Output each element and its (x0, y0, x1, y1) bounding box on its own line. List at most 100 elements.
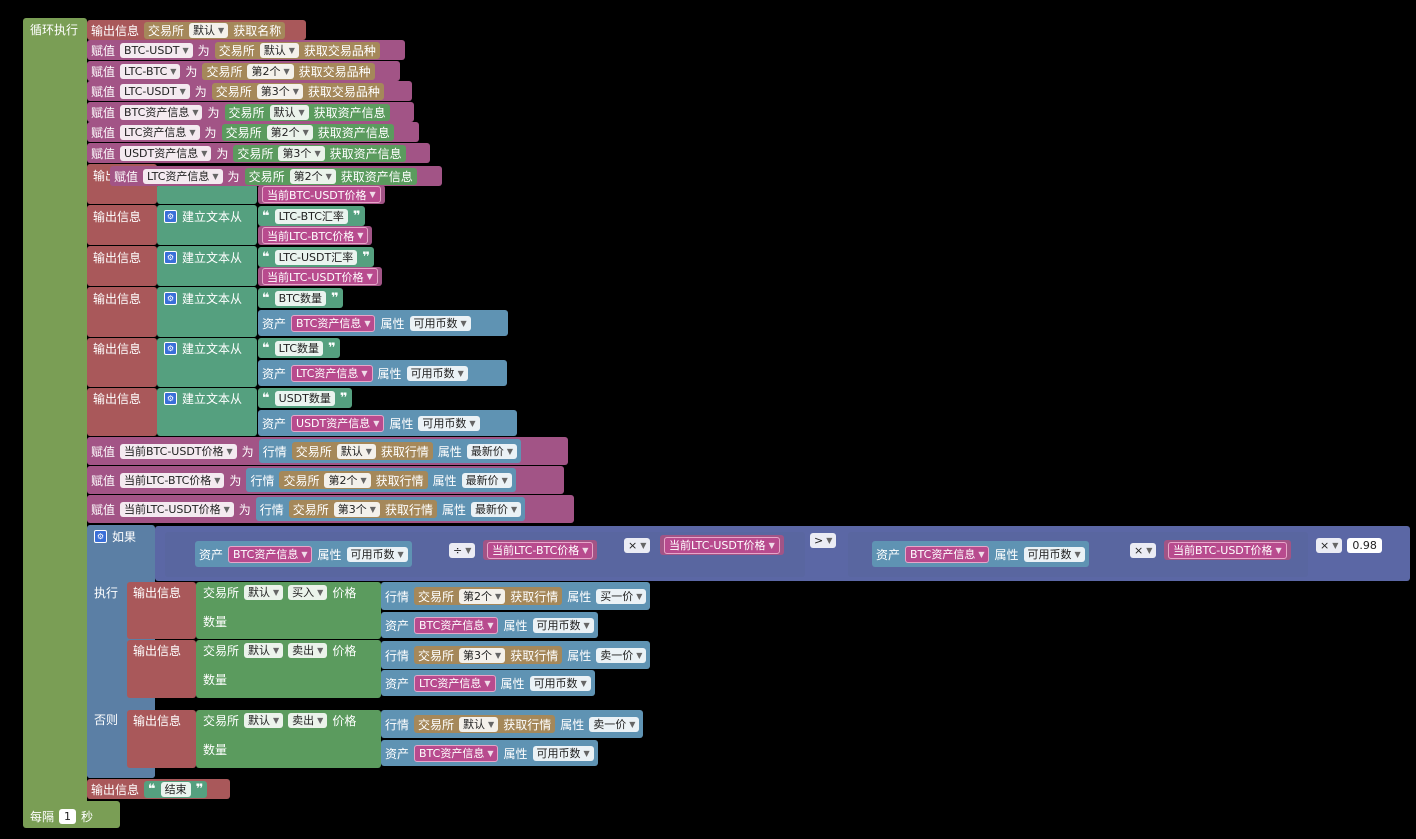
output-block-end[interactable]: 输出信息 ❝结束❞ (87, 779, 230, 799)
exchange-list-block[interactable]: 交易所 第2个▼ 获取资产信息 (221, 123, 394, 141)
ticker-attr-block[interactable]: 行情 交易所 第3个▼ 获取行情 属性 卖一价▼ (381, 641, 651, 669)
var-select[interactable]: LTC资产信息▼ (143, 168, 223, 184)
var-get[interactable]: 当前LTC-BTC价格▼ (262, 227, 369, 244)
var-get[interactable]: LTC资产信息▼ (414, 674, 496, 692)
var-select[interactable]: 当前BTC-USDT价格▼ (120, 443, 237, 459)
var-select[interactable]: 当前LTC-BTC价格▼ (120, 472, 225, 488)
asset-attr-block[interactable]: 资产 BTC资产信息▼ 属性 可用币数▼ (381, 612, 598, 638)
exchange-ticker-block[interactable]: 交易所 第2个▼ 获取行情 (414, 587, 563, 605)
string-input[interactable]: LTC数量 (274, 340, 324, 356)
var-get[interactable]: 当前LTC-BTC价格▼ (487, 541, 594, 559)
exchange-select[interactable]: 默认▼ (189, 22, 229, 38)
var-get[interactable]: 当前BTC-USDT价格▼ (1168, 541, 1287, 559)
var-block[interactable]: 当前LTC-BTC价格▼ (258, 226, 373, 245)
exchange-ticker-block[interactable]: 交易所 第2个▼ 获取行情 (279, 471, 428, 489)
assign-block-price-btc-usdt[interactable]: 赋值 当前BTC-USDT价格▼ 为 行情 交易所 默认▼ 获取行情 属性 最新… (87, 437, 568, 465)
attr-select[interactable]: 可用币数▼ (406, 365, 468, 381)
ticker-attr-block[interactable]: 行情 交易所 第2个▼ 获取行情 属性 最新价▼ (246, 468, 516, 492)
exchange-block[interactable]: 交易所 默认▼ 获取名称 (144, 21, 286, 39)
var-block[interactable]: 当前LTC-USDT价格▼ (660, 535, 784, 555)
output-block-1[interactable]: 输出信息 交易所 默认▼ 获取名称 (87, 20, 306, 40)
exchange-select[interactable]: 第2个▼ (459, 588, 506, 604)
output-block-ltc-amount[interactable] (87, 338, 157, 387)
string-block[interactable]: ❝LTC-USDT汇率❞ (258, 247, 374, 267)
every-value-input[interactable]: 1 (59, 808, 77, 824)
direction-select[interactable]: 买入▼ (288, 584, 328, 600)
var-get[interactable]: BTC资产信息▼ (905, 545, 990, 563)
output-block-btc-amount[interactable] (87, 287, 157, 337)
exchange-select[interactable]: 默认▼ (459, 716, 499, 732)
string-input[interactable]: LTC-USDT汇率 (274, 249, 358, 265)
output-block-ltc-usdt-rate[interactable] (87, 246, 157, 286)
var-select[interactable]: LTC资产信息▼ (120, 124, 200, 140)
var-get[interactable]: 当前BTC-USDT价格▼ (262, 186, 381, 203)
assign-block-btc-usdt[interactable]: 赋值 BTC-USDT▼ 为 交易所 默认▼ 获取交易品种 (87, 40, 405, 60)
mul-operator-select[interactable]: ×▼ (1316, 537, 1343, 553)
var-select[interactable]: BTC-USDT▼ (120, 42, 193, 58)
mul-operator-select[interactable]: ×▼ (624, 537, 651, 553)
exchange-select[interactable]: 默认▼ (336, 443, 376, 459)
assign-block-floating[interactable]: 赋值 LTC资产信息▼ 为 交易所 第2个▼ 获取资产信息 (110, 166, 442, 186)
compare-operator-select[interactable]: >▼ (810, 532, 837, 548)
exchange-select[interactable]: 默认▼ (244, 642, 284, 658)
var-get[interactable]: LTC资产信息▼ (291, 364, 373, 382)
gear-icon[interactable]: ⚙ (164, 341, 177, 355)
asset-attr-block[interactable]: 资产 BTC资产信息▼ 属性 可用币数▼ (381, 740, 598, 766)
gear-icon[interactable]: ⚙ (164, 250, 177, 264)
var-get[interactable]: BTC资产信息▼ (414, 744, 499, 762)
attr-select[interactable]: 可用币数▼ (346, 546, 408, 562)
threshold-input[interactable]: 0.98 (1347, 537, 1382, 553)
exchange-select[interactable]: 默认▼ (244, 712, 284, 728)
direction-select[interactable]: 卖出▼ (288, 642, 328, 658)
output-block-usdt-amount[interactable] (87, 388, 157, 436)
var-get[interactable]: 当前LTC-USDT价格▼ (262, 268, 378, 285)
exchange-select[interactable]: 第3个▼ (278, 145, 325, 161)
asset-attr-block[interactable]: 资产 BTC资产信息▼ 属性 可用币数▼ (872, 541, 1089, 567)
attr-select[interactable]: 可用币数▼ (409, 315, 471, 331)
exchange-list-block[interactable]: 交易所 第3个▼ 获取资产信息 (233, 144, 406, 162)
string-block[interactable]: ❝结束❞ (144, 780, 208, 798)
text-join-block-overlap[interactable] (157, 184, 257, 204)
gear-icon[interactable]: ⚙ (164, 209, 177, 223)
direction-select[interactable]: 卖出▼ (288, 712, 328, 728)
assign-block-ltc-btc[interactable]: 赋值 LTC-BTC▼ 为 交易所 第2个▼ 获取交易品种 (87, 61, 400, 81)
ticker-attr-block[interactable]: 行情 交易所 第2个▼ 获取行情 属性 买一价▼ (381, 582, 651, 610)
exchange-select[interactable]: 默认▼ (259, 42, 299, 58)
attr-select[interactable]: 买一价▼ (596, 588, 647, 604)
attr-select[interactable]: 卖一价▼ (589, 716, 640, 732)
exchange-block[interactable]: 交易所 默认▼ 获取交易品种 (214, 41, 380, 59)
attr-select[interactable]: 最新价▼ (466, 443, 518, 459)
var-select[interactable]: LTC-BTC▼ (120, 63, 181, 79)
attr-select[interactable]: 可用币数▼ (529, 675, 591, 691)
var-block[interactable]: 当前LTC-BTC价格▼ (483, 540, 598, 560)
string-input[interactable]: BTC数量 (274, 290, 326, 306)
exchange-select[interactable]: 第3个▼ (459, 647, 506, 663)
string-block[interactable]: ❝LTC-BTC汇率❞ (258, 206, 365, 226)
exchange-ticker-block[interactable]: 交易所 默认▼ 获取行情 (291, 442, 433, 460)
mul-operator-select[interactable]: ×▼ (1130, 542, 1157, 558)
exchange-ticker-block[interactable]: 交易所 第3个▼ 获取行情 (414, 646, 563, 664)
exchange-select[interactable]: 第2个▼ (247, 63, 294, 79)
assign-block-price-ltc-btc[interactable]: 赋值 当前LTC-BTC价格▼ 为 行情 交易所 第2个▼ 获取行情 属性 最新… (87, 466, 564, 494)
assign-block-usdt-account[interactable]: 赋值 USDT资产信息▼ 为 交易所 第3个▼ 获取资产信息 (87, 143, 430, 163)
var-block[interactable]: 当前LTC-USDT价格▼ (258, 267, 382, 286)
assign-block-price-ltc-usdt[interactable]: 赋值 当前LTC-USDT价格▼ 为 行情 交易所 第3个▼ 获取行情 属性 最… (87, 495, 574, 523)
var-block[interactable]: 当前BTC-USDT价格▼ (258, 185, 385, 204)
exchange-ticker-block[interactable]: 交易所 默认▼ 获取行情 (414, 715, 556, 733)
exchange-list-block[interactable]: 交易所 默认▼ 获取资产信息 (224, 103, 390, 121)
exchange-select[interactable]: 默认▼ (269, 104, 309, 120)
exchange-ticker-block[interactable]: 交易所 第3个▼ 获取行情 (288, 500, 437, 518)
exchange-select[interactable]: 第3个▼ (333, 501, 380, 517)
var-select[interactable]: BTC资产信息▼ (120, 104, 203, 120)
attr-select[interactable]: 最新价▼ (461, 472, 512, 488)
output-block-ltc-btc-rate[interactable] (87, 205, 157, 245)
string-input[interactable]: 结束 (160, 781, 191, 797)
attr-select[interactable]: 可用币数▼ (418, 415, 480, 431)
string-input[interactable]: USDT数量 (274, 390, 335, 406)
exchange-select[interactable]: 默认▼ (244, 584, 284, 600)
attr-select[interactable]: 可用币数▼ (532, 745, 594, 761)
attr-select[interactable]: 最新价▼ (470, 501, 522, 517)
var-select[interactable]: USDT资产信息▼ (120, 145, 212, 161)
string-block[interactable]: ❝LTC数量❞ (258, 338, 340, 358)
asset-attr-block[interactable]: 资产 BTC资产信息▼ 属性 可用币数▼ (195, 541, 412, 567)
